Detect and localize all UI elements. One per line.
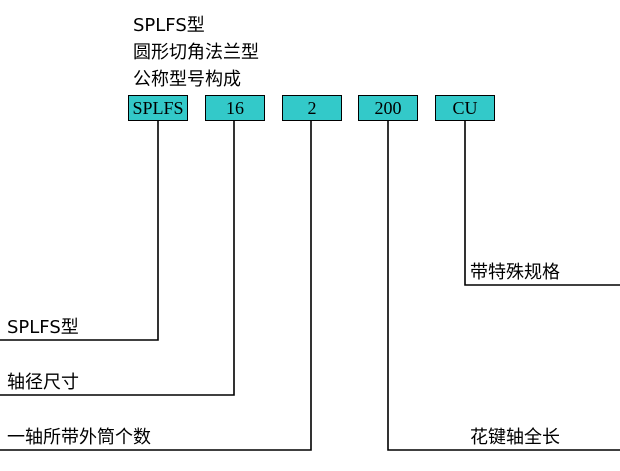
title-description: 圆形切角法兰型 [133,42,259,63]
title-model: SPLFS型 [133,15,205,36]
label-outer-cylinders: 一轴所带外筒个数 [7,427,151,448]
leader-length [387,121,620,451]
leader-special [464,121,620,286]
code-box-cylinders: 2 [282,95,342,121]
label-model-type: SPLFS型 [7,317,79,338]
label-shaft-diameter: 轴径尺寸 [7,372,79,393]
leader-diameter [0,121,235,396]
code-box-diameter: 16 [205,95,265,121]
title-composition: 公称型号构成 [133,69,241,90]
label-spline-length: 花键轴全长 [470,427,560,448]
code-box-model: SPLFS [128,95,188,121]
code-box-special: CU [435,95,495,121]
leader-cylinders [0,121,312,451]
leader-model [0,121,159,341]
label-special-spec: 带特殊规格 [470,262,560,283]
code-box-length: 200 [358,95,418,121]
